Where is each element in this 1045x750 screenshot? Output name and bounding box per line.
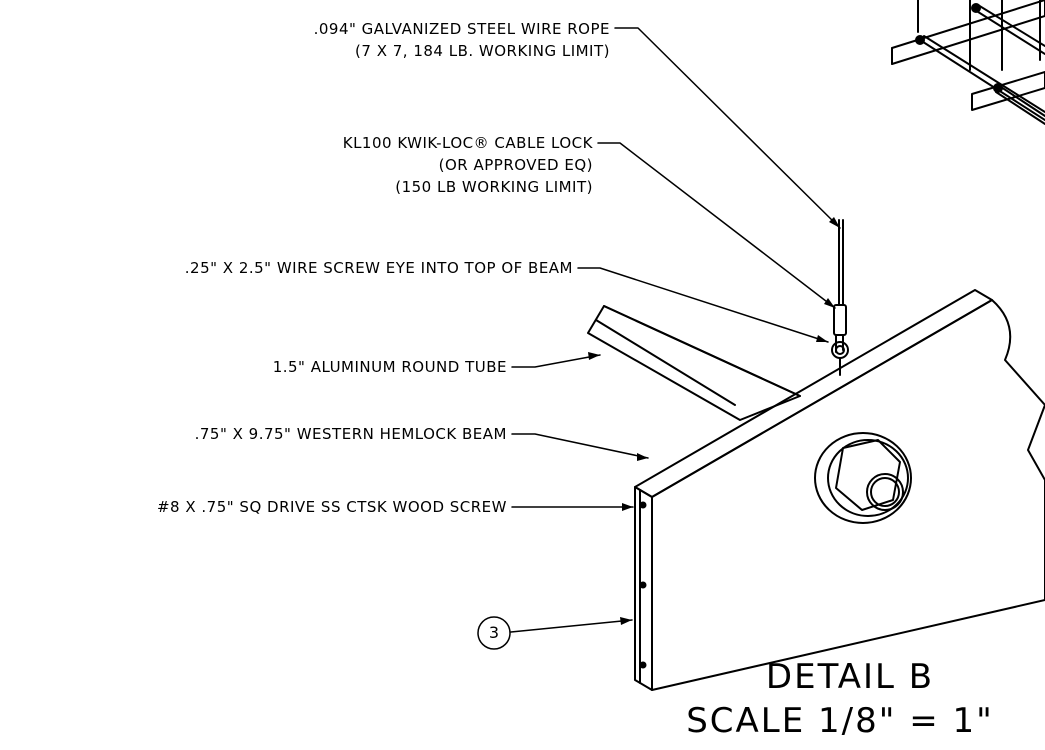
- wood-screw-callout: #8 X .75" SQ DRIVE SS CTSK WOOD SCREW: [157, 496, 507, 518]
- bolt-assembly: [814, 432, 912, 524]
- beam-callout-line: .75" X 9.75" WESTERN HEMLOCK BEAM: [194, 425, 507, 443]
- screw-eye-callout: .25" X 2.5" WIRE SCREW EYE INTO TOP OF B…: [185, 257, 573, 279]
- inset-assembly: [891, 0, 1045, 125]
- wood-screw-callout-line: #8 X .75" SQ DRIVE SS CTSK WOOD SCREW: [156, 498, 507, 516]
- detail-title: DETAIL B: [765, 657, 935, 697]
- wire-rope-callout-line-2: (7 X 7, 184 LB. WORKING LIMIT): [355, 42, 610, 60]
- beam-callout: .75" X 9.75" WESTERN HEMLOCK BEAM: [195, 423, 507, 445]
- cable-lock-callout: KL100 KWIK-LOC® CABLE LOCK (OR APPROVED …: [343, 132, 593, 198]
- leader-lines: [510, 27, 841, 633]
- wire-rope-callout-line-1: .094" GALVANIZED STEEL WIRE ROPE: [313, 20, 610, 38]
- aluminum-tube: [587, 305, 801, 421]
- cable-lock-callout-line-3: (150 LB WORKING LIMIT): [395, 178, 593, 196]
- screw-eye-callout-line: .25" X 2.5" WIRE SCREW EYE INTO TOP OF B…: [184, 259, 573, 277]
- tube-callout: 1.5" ALUMINUM ROUND TUBE: [273, 356, 507, 378]
- item-balloon-number: 3: [488, 623, 500, 642]
- cable-lock-callout-line-2: (OR APPROVED EQ): [438, 156, 593, 174]
- detail-scale: SCALE 1/8" = 1": [686, 701, 994, 741]
- wire-rope-callout: .094" GALVANIZED STEEL WIRE ROPE (7 X 7,…: [314, 18, 610, 62]
- wire-rope-hardware: [831, 219, 849, 376]
- hemlock-beam: [634, 289, 1045, 691]
- cable-lock-callout-line-1: KL100 KWIK-LOC® CABLE LOCK: [342, 134, 593, 152]
- tube-callout-line: 1.5" ALUMINUM ROUND TUBE: [272, 358, 507, 376]
